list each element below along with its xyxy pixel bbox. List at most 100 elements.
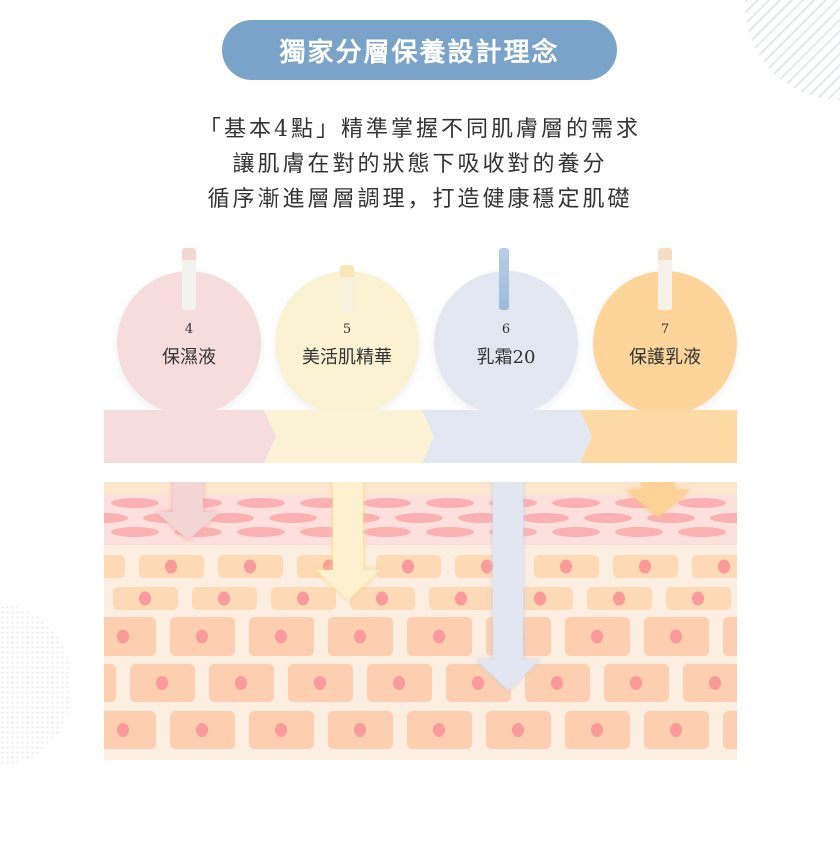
effect-band-segment (422, 410, 592, 463)
cell-nucleus (156, 676, 168, 690)
cell-nucleus (749, 723, 761, 737)
intro-line: 讓肌膚在對的狀態下吸收對的養分 (232, 152, 608, 177)
cell-nucleus (218, 591, 230, 606)
keratin-cell (552, 498, 600, 508)
keratin-cell (678, 498, 726, 508)
keratin-cell (237, 527, 285, 537)
step-number: 5 (342, 322, 352, 337)
step-number: 7 (660, 322, 670, 337)
skin-cell (12, 711, 77, 749)
cell-nucleus (481, 559, 493, 574)
cell-nucleus (718, 559, 730, 574)
cell-nucleus (376, 591, 388, 606)
effect-band (104, 410, 737, 463)
cell-nucleus (692, 591, 704, 606)
intro-line: 「基本4點」精準掌握不同肌膚層的需求 (199, 117, 641, 142)
cell-nucleus (591, 723, 603, 737)
cell-nucleus (433, 723, 445, 737)
keratin-cell (426, 527, 474, 537)
cell-nucleus (534, 591, 546, 606)
cell-nucleus (60, 592, 72, 606)
absorption-arrow (476, 482, 540, 690)
keratin-cell (269, 513, 317, 523)
keratin-cell (615, 527, 663, 537)
keratin-cell (552, 527, 600, 537)
cell-nucleus (670, 629, 682, 644)
cell-nucleus (749, 630, 761, 644)
cell-nucleus (709, 676, 721, 690)
cell-nucleus (196, 723, 208, 737)
cell-nucleus (117, 723, 129, 737)
product-name: 美活肌精華 (302, 347, 392, 368)
keratin-cell (647, 513, 695, 523)
cell-nucleus (38, 630, 50, 644)
product-name: 保濕液 (162, 347, 216, 368)
cell-nucleus (455, 591, 467, 606)
cell-nucleus (472, 676, 484, 690)
keratin-cell (426, 498, 474, 508)
skin-layers (12, 482, 761, 760)
keratin-cell (678, 527, 726, 537)
cell-nucleus (38, 723, 50, 737)
cell-nucleus (86, 560, 98, 574)
intro-line: 循序漸進層層調理，打造健康穩定肌礎 (207, 187, 633, 212)
cell-nucleus (275, 723, 287, 737)
cell-nucleus (551, 676, 563, 690)
cell-nucleus (297, 591, 309, 606)
step-number: 6 (501, 322, 511, 337)
product-name: 乳霜20 (476, 347, 536, 368)
keratin-cell (111, 498, 159, 508)
product-bottle-icon (499, 248, 509, 310)
effect-band-segment (104, 410, 276, 463)
skin-cell (104, 711, 156, 749)
cell-nucleus (314, 676, 326, 690)
cell-nucleus (433, 629, 445, 644)
cell-nucleus (77, 676, 89, 690)
cell-nucleus (275, 629, 287, 644)
effect-band-segment (580, 410, 737, 463)
keratin-cell (710, 513, 737, 523)
surface-layer (104, 482, 737, 495)
keratin-cell (206, 513, 254, 523)
skin-cell (723, 711, 737, 749)
cell-nucleus (235, 676, 247, 690)
product-bottle-icon (182, 248, 196, 310)
keratin-cell (111, 527, 159, 537)
effect-band-segment (264, 410, 434, 463)
skin-cell (104, 555, 125, 578)
product-bottle-icon (658, 248, 672, 310)
product-bottle-icon (340, 265, 354, 313)
cell-nucleus (196, 629, 208, 644)
cell-nucleus (402, 559, 414, 574)
keratin-cell (395, 513, 443, 523)
cell-nucleus (165, 559, 177, 574)
cell-nucleus (613, 591, 625, 606)
skin-cell (12, 617, 77, 656)
cell-nucleus (560, 559, 572, 574)
keratin-cell (363, 527, 411, 537)
cell-nucleus (139, 591, 151, 606)
skin-cell (723, 617, 737, 656)
absorption-arrow (626, 482, 690, 517)
product-name: 保護乳液 (629, 347, 701, 368)
cell-nucleus (639, 559, 651, 574)
cell-nucleus (512, 723, 524, 737)
cell-nucleus (354, 723, 366, 737)
skin-cell (104, 664, 116, 702)
skin-cell (104, 617, 156, 656)
cell-nucleus (393, 676, 405, 690)
cell-nucleus (354, 629, 366, 644)
step-number: 4 (184, 322, 194, 337)
keratin-cell (521, 513, 569, 523)
cell-nucleus (630, 676, 642, 690)
keratin-cell (104, 513, 128, 523)
cell-nucleus (670, 723, 682, 737)
keratin-cell (237, 498, 285, 508)
keratin-cell (363, 498, 411, 508)
cell-nucleus (244, 559, 256, 574)
cell-nucleus (591, 629, 603, 644)
intro-text: 「基本4點」精準掌握不同肌膚層的需求 讓肌膚在對的狀態下吸收對的養分 循序漸進層… (0, 112, 840, 217)
keratin-cell (584, 513, 632, 523)
section-title: 獨家分層保養設計理念 (222, 20, 617, 80)
